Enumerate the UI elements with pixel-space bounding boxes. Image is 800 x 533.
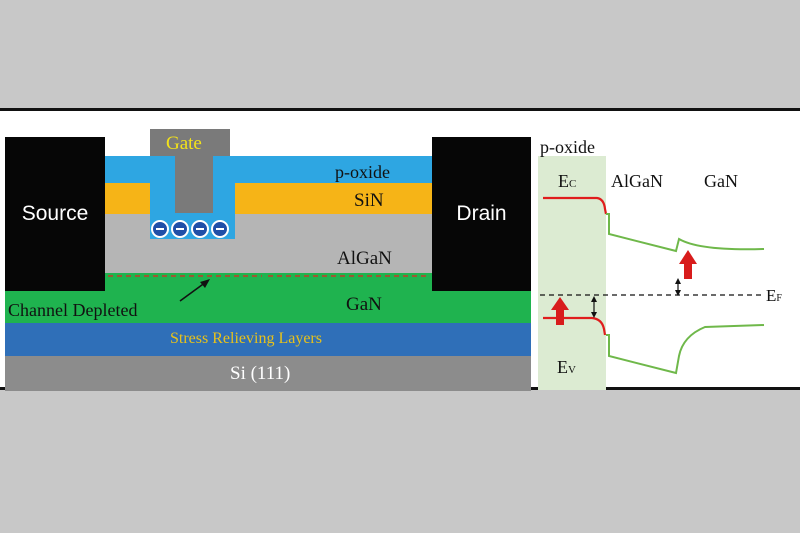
negative-charge bbox=[211, 220, 229, 238]
negative-charge bbox=[191, 220, 209, 238]
channel-pointer-arrow bbox=[179, 281, 207, 302]
ec-sub: C bbox=[569, 178, 577, 190]
drain-contact: Drain bbox=[432, 137, 531, 291]
ev-label: EV bbox=[557, 358, 576, 376]
semiconductor-conduction-band bbox=[606, 213, 765, 253]
ev-main: E bbox=[557, 357, 568, 377]
channel-pointer-arrowhead bbox=[200, 279, 210, 288]
gan-label: GaN bbox=[346, 294, 382, 315]
ec-main: E bbox=[558, 171, 569, 191]
p-oxide-layer bbox=[105, 156, 432, 183]
ev-sub: V bbox=[568, 364, 576, 376]
oxide-hole-arrow bbox=[551, 297, 569, 325]
oxide-conduction-band bbox=[543, 196, 608, 215]
channel-annotation bbox=[108, 275, 430, 302]
ef-sub: F bbox=[776, 293, 782, 304]
oxide-valence-band bbox=[543, 316, 607, 336]
negative-charge bbox=[171, 220, 189, 238]
source-label: Source bbox=[21, 202, 89, 225]
p-oxide-label: p-oxide bbox=[335, 162, 390, 182]
band-algan-label: AlGaN bbox=[611, 171, 663, 191]
sin-label: SiN bbox=[354, 190, 384, 211]
channel-depleted-label: Channel Depleted bbox=[8, 300, 138, 320]
ec-label: EC bbox=[558, 172, 576, 190]
gate-electrode-top bbox=[150, 129, 230, 156]
interface-electron-arrow bbox=[679, 250, 697, 279]
substrate-layer bbox=[5, 356, 531, 391]
gate-electrode-stem bbox=[175, 156, 213, 213]
negative-charge bbox=[151, 220, 169, 238]
band-p-oxide-label: p-oxide bbox=[540, 137, 595, 157]
source-contact: Source bbox=[5, 137, 105, 291]
oxide-region-shade bbox=[538, 156, 606, 390]
semiconductor-valence-band bbox=[606, 324, 765, 375]
oxide-gap-marker-head-bottom bbox=[591, 312, 597, 318]
interface-gap-marker-head-top bbox=[675, 278, 681, 284]
stress-relieving-layer bbox=[5, 323, 531, 356]
interface-gap-marker-head-bottom bbox=[675, 290, 681, 296]
algan-label: AlGaN bbox=[337, 248, 392, 269]
gate-label: Gate bbox=[166, 133, 202, 154]
ef-main: E bbox=[766, 286, 777, 305]
oxide-gap-marker-head-top bbox=[591, 296, 597, 302]
drain-label: Drain bbox=[456, 202, 507, 225]
ef-label: EF bbox=[766, 287, 782, 304]
band-gan-label: GaN bbox=[704, 171, 738, 191]
band-curves bbox=[540, 196, 765, 375]
figure-panel: Si (111) Stress Relieving Layers GaN AlG… bbox=[0, 108, 800, 391]
stress-relieving-label: Stress Relieving Layers bbox=[170, 330, 322, 347]
substrate-label: Si (111) bbox=[230, 363, 291, 384]
